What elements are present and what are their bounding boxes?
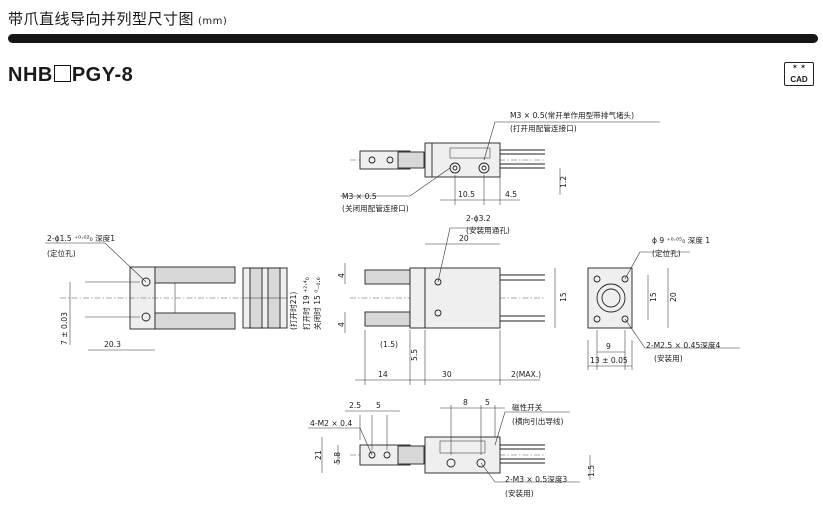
- dim-5-8: 5.8: [333, 452, 342, 464]
- dim-5a: 5: [376, 401, 381, 410]
- page-title-text: 带爪直线导向并列型尺寸图: [8, 10, 195, 28]
- bottom-tap-label: 4-M2 × 0.4: [310, 419, 352, 428]
- model-number: NHB PGY-8: [8, 64, 133, 87]
- pin-hole-sublabel: (定位孔): [47, 248, 76, 258]
- dim-20-3: 20.3: [104, 340, 121, 349]
- mount-hole-label: 2-ϕ3.2: [466, 214, 491, 223]
- dim-15-v: 15: [559, 292, 568, 302]
- dim-30: 30: [442, 370, 452, 379]
- right-end-view: 15 20 9 13 ± 0.05 ϕ 9 ⁺⁰·⁰⁵₀ 深度 1 (定位孔) …: [587, 235, 740, 370]
- cad-star-icon: ✶ ✶: [792, 63, 806, 71]
- dim-5-5: 5.5: [410, 349, 419, 361]
- top-port-sublabel: (打开用配管连接口): [510, 123, 577, 133]
- top-view: 10.5 4.5 1.2 M3 × 0.5(常开单作用型带排气堵头) (打开用配…: [340, 110, 660, 213]
- close-port-sublabel: (关闭用配管连接口): [342, 203, 409, 213]
- dim-4b: 4: [337, 322, 346, 327]
- close-port-label: M3 × 0.5: [342, 192, 377, 201]
- stroke-close-label: 关闭时 15 ⁰₋₀.₆: [312, 277, 322, 330]
- title-rule: [8, 34, 818, 43]
- dim-21: 21: [314, 450, 323, 460]
- dim-9: 9: [606, 342, 611, 351]
- model-placeholder-box: [53, 65, 71, 82]
- dim-15-right: 15: [649, 292, 658, 302]
- unit-label: (mm): [198, 16, 228, 27]
- cad-label: CAD: [790, 75, 808, 84]
- bottom-view: 2.5 5 8 5 4-M2 × 0.4 21 5.8 磁性开关 (横向引出导线…: [308, 398, 596, 498]
- dim-2max: 2(MAX.): [511, 370, 541, 379]
- model-prefix: NHB: [8, 64, 53, 86]
- magnet-label: 磁性开关: [512, 402, 543, 412]
- right-tap-label: 2-M2.5 × 0.45深度4: [646, 340, 720, 350]
- dim-10-5: 10.5: [458, 190, 475, 199]
- right-pin-label: ϕ 9 ⁺⁰·⁰⁵₀ 深度 1: [652, 235, 710, 245]
- model-suffix: PGY-8: [71, 64, 134, 86]
- dim-2-5: 2.5: [349, 401, 361, 410]
- page-title: 带爪直线导向并列型尺寸图(mm): [8, 8, 227, 29]
- open-label: (打开时21): [288, 292, 298, 330]
- dim-20-top: 20: [459, 234, 469, 243]
- magnet-sublabel: (横向引出导线): [512, 416, 564, 426]
- bottom-screw-label: 2-M3 × 0.5深度3: [505, 474, 567, 484]
- cad-icon[interactable]: ✶ ✶ CAD: [784, 62, 814, 86]
- dim-5b: 5: [485, 398, 490, 407]
- left-view: 7 ± 0.03 20.3 2-ϕ1.5 ⁺⁰·⁰²₀ 深度1 (定位孔): [45, 233, 245, 351]
- dim-13: 13 ± 0.05: [590, 356, 628, 365]
- dim-20-right: 20: [669, 292, 678, 302]
- dim-1-5b: 1.5: [587, 465, 596, 477]
- mount-hole-sublabel: (安装用通孔): [466, 225, 510, 235]
- right-tap-sublabel: (安装用): [654, 353, 683, 363]
- dim-1-2: 1.2: [559, 176, 568, 188]
- finger-end-view: (打开时21) 打开时 19 ⁺²·⁴₀ 关闭时 15 ⁰₋₀.₆: [242, 267, 322, 330]
- pin-hole-label: 2-ϕ1.5 ⁺⁰·⁰²₀ 深度1: [47, 233, 115, 243]
- dim-4-5: 4.5: [505, 190, 517, 199]
- stroke-open-label: 打开时 19 ⁺²·⁴₀: [301, 277, 311, 330]
- front-view: 20 2-ϕ3.2 (安装用通孔) 15 4 4 (1.5) 5.5 14 30…: [337, 214, 568, 385]
- dim-1-5: (1.5): [380, 340, 398, 349]
- bottom-screw-sublabel: (安装用): [505, 488, 534, 498]
- top-port-label: M3 × 0.5(常开单作用型带排气堵头): [510, 110, 634, 120]
- dim-7: 7 ± 0.03: [60, 312, 69, 345]
- dim-4a: 4: [337, 273, 346, 278]
- dim-8: 8: [463, 398, 468, 407]
- dim-14: 14: [378, 370, 388, 379]
- right-pin-sublabel: (定位孔): [652, 248, 681, 258]
